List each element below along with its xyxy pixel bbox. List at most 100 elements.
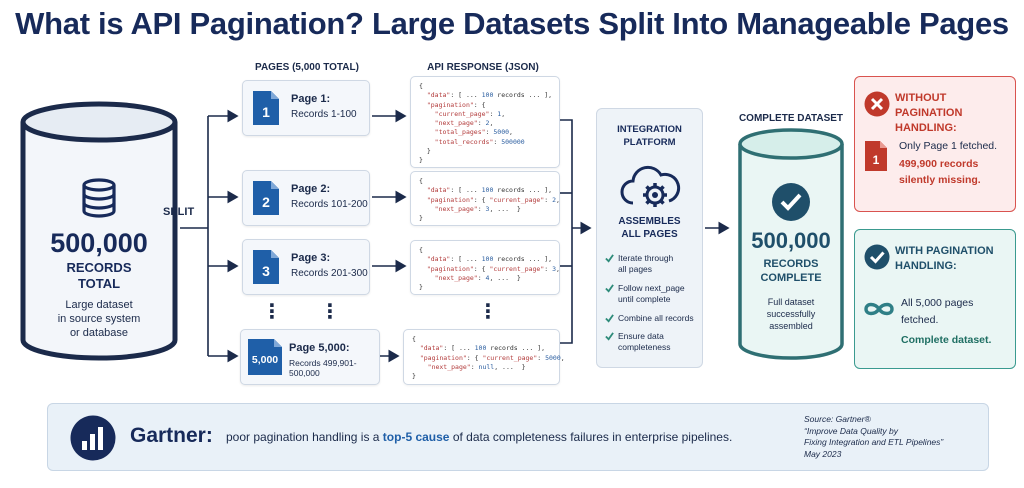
- complete-desc-line: Full dataset: [767, 297, 815, 307]
- source-desc-line: Large dataset: [65, 299, 133, 311]
- complete-desc-line: successfully: [766, 309, 816, 319]
- without-title-line: WITHOUT PAGINATION: [895, 92, 963, 119]
- source-line: Fixing Integration and ETL Pipelines”: [804, 437, 944, 447]
- check-circle-icon: [772, 183, 810, 221]
- page-card-5000: 5,000 Page 5,000: Records 499,901-500,00…: [240, 329, 380, 385]
- with-line-3: Complete dataset.: [901, 334, 992, 346]
- json-line: }: [412, 372, 416, 381]
- page-title: What is API Pagination? Large Datasets S…: [15, 6, 1009, 41]
- document-number: 5,000: [252, 354, 278, 366]
- without-line-1: Only Page 1 fetched.: [899, 140, 998, 152]
- page-title-label: Page 5,000:: [289, 342, 350, 354]
- with-title-line: HANDLING:: [895, 260, 957, 272]
- json-line: "data": [ ... 100 records ... ],: [426, 255, 553, 264]
- complete-cylinder-shape: [738, 128, 844, 360]
- json-line: "next_page": 4, ... }: [434, 273, 521, 282]
- with-pagination-panel: WITH PAGINATION HANDLING: All 5,000 page…: [854, 229, 1016, 369]
- with-line-2: fetched.: [901, 314, 939, 326]
- source-records-word: RECORDS: [66, 260, 132, 275]
- page-records-label: Records 499,901-500,000: [289, 358, 357, 378]
- complete-records-word: RECORDS: [763, 258, 819, 270]
- without-title: WITHOUT PAGINATION HANDLING:: [895, 91, 1013, 136]
- json-line: {: [419, 177, 423, 185]
- json-line: "data": [ ... 100 records ... ],: [419, 344, 546, 353]
- check-icon: [605, 254, 614, 263]
- document-number: 1: [262, 104, 270, 120]
- ellipsis-dots: ⋮: [262, 301, 282, 323]
- source-line: May 2023: [804, 448, 842, 459]
- json-response-1: { "data": [ ... 100 records ... ], "pagi…: [410, 76, 560, 168]
- with-title: WITH PAGINATION HANDLING:: [895, 244, 1013, 274]
- json-line: "pagination": { "current_page": 3,: [426, 264, 560, 273]
- with-line-1: All 5,000 pages: [901, 297, 974, 309]
- document-number: 3: [262, 263, 270, 279]
- step-text: completeness: [618, 342, 671, 352]
- json-line: }: [419, 214, 423, 223]
- step-text: all pages: [618, 264, 653, 274]
- document-number: 2: [262, 194, 270, 210]
- step-text: Follow next_page: [618, 283, 685, 293]
- json-line: "total_pages": 5000,: [434, 128, 513, 137]
- gartner-quote: poor pagination handling is a top-5 caus…: [226, 430, 732, 444]
- json-line: {: [419, 246, 423, 254]
- document-icon: 1: [865, 141, 887, 171]
- source-records-label: RECORDS TOTAL: [18, 260, 180, 292]
- with-title-line: WITH PAGINATION: [895, 245, 994, 257]
- check-icon: [605, 314, 614, 323]
- json-line: {: [419, 82, 423, 90]
- json-line: "next_page": null, ... }: [427, 362, 526, 371]
- source-citation: Source: Gartner® “Improve Data Quality b…: [804, 414, 984, 460]
- without-title-line: HANDLING:: [895, 122, 957, 134]
- document-icon: 3: [253, 250, 279, 284]
- platform-title: INTEGRATION PLATFORM: [597, 123, 702, 149]
- complete-dataset-header: COMPLETE DATASET: [738, 113, 844, 124]
- pages-header: PAGES (5,000 TOTAL): [255, 62, 359, 73]
- document-number: 1: [873, 153, 880, 167]
- document-icon: 5,000: [248, 339, 282, 375]
- source-desc-line: in source system: [57, 313, 141, 325]
- complete-record-count: 500,000: [751, 228, 831, 253]
- complete-records-label: RECORDS COMPLETE: [736, 257, 846, 285]
- bar-chart-icon: [70, 415, 116, 461]
- json-response-2: { "data": [ ... 100 records ... ], "pagi…: [410, 171, 560, 226]
- json-line: "total_records": 500000: [434, 137, 525, 146]
- json-line: {: [412, 335, 416, 343]
- api-response-header: API RESPONSE (JSON): [427, 62, 539, 73]
- check-circle-icon: [864, 244, 890, 270]
- quote-text: poor pagination handling is a: [226, 430, 383, 444]
- source-description: Large dataset in source system or databa…: [18, 298, 180, 340]
- platform-title-line: PLATFORM: [623, 137, 676, 148]
- json-line: "pagination": {: [426, 100, 486, 109]
- platform-subtitle: ASSEMBLES ALL PAGES: [597, 215, 702, 241]
- page-card-2: 2 Page 2: Records 101-200: [242, 170, 370, 226]
- json-response-5000: { "data": [ ... 100 records ... ], "pagi…: [403, 329, 565, 385]
- complete-complete-word: COMPLETE: [760, 272, 822, 284]
- page-records-label: Records 101-200: [291, 199, 368, 210]
- json-line: "pagination": { "current_page": 5000,: [419, 353, 565, 362]
- source-line: “Improve Data Quality by: [804, 425, 899, 436]
- document-icon: 2: [253, 181, 279, 215]
- platform-title-line: INTEGRATION: [617, 124, 682, 135]
- json-line: }: [419, 283, 423, 292]
- step-text: Ensure data: [618, 331, 664, 341]
- platform-subtitle-line: ASSEMBLES: [618, 216, 681, 227]
- json-line: "next_page": 2,: [434, 119, 494, 128]
- without-pagination-panel: WITHOUT PAGINATION HANDLING: 1 Only Page…: [854, 76, 1016, 212]
- check-icon: [605, 332, 614, 341]
- json-line: "data": [ ... 100 records ... ],: [426, 91, 553, 100]
- source-record-count: 500,000: [50, 228, 148, 258]
- json-line: "next_page": 3, ... }: [434, 204, 521, 213]
- document-icon: 1: [253, 91, 279, 125]
- gartner-name: Gartner:: [130, 424, 213, 447]
- json-response-3: { "data": [ ... 100 records ... ], "pagi…: [410, 240, 560, 295]
- complete-desc-line: assembled: [769, 321, 813, 331]
- source-cylinder-shape: [20, 101, 178, 361]
- page-title-label: Page 3:: [291, 252, 331, 264]
- page-card-3: 3 Page 3: Records 201-300: [242, 239, 370, 295]
- json-line: "current_page": 1,: [434, 109, 506, 118]
- json-line: "data": [ ... 100 records ... ],: [426, 186, 553, 195]
- integration-platform-panel: INTEGRATION PLATFORM ASSEMBLES ALL PAGES…: [596, 108, 703, 368]
- source-line: Source: Gartner®: [804, 414, 871, 424]
- source-desc-line: or database: [69, 327, 129, 339]
- step-text: Iterate through: [618, 253, 674, 263]
